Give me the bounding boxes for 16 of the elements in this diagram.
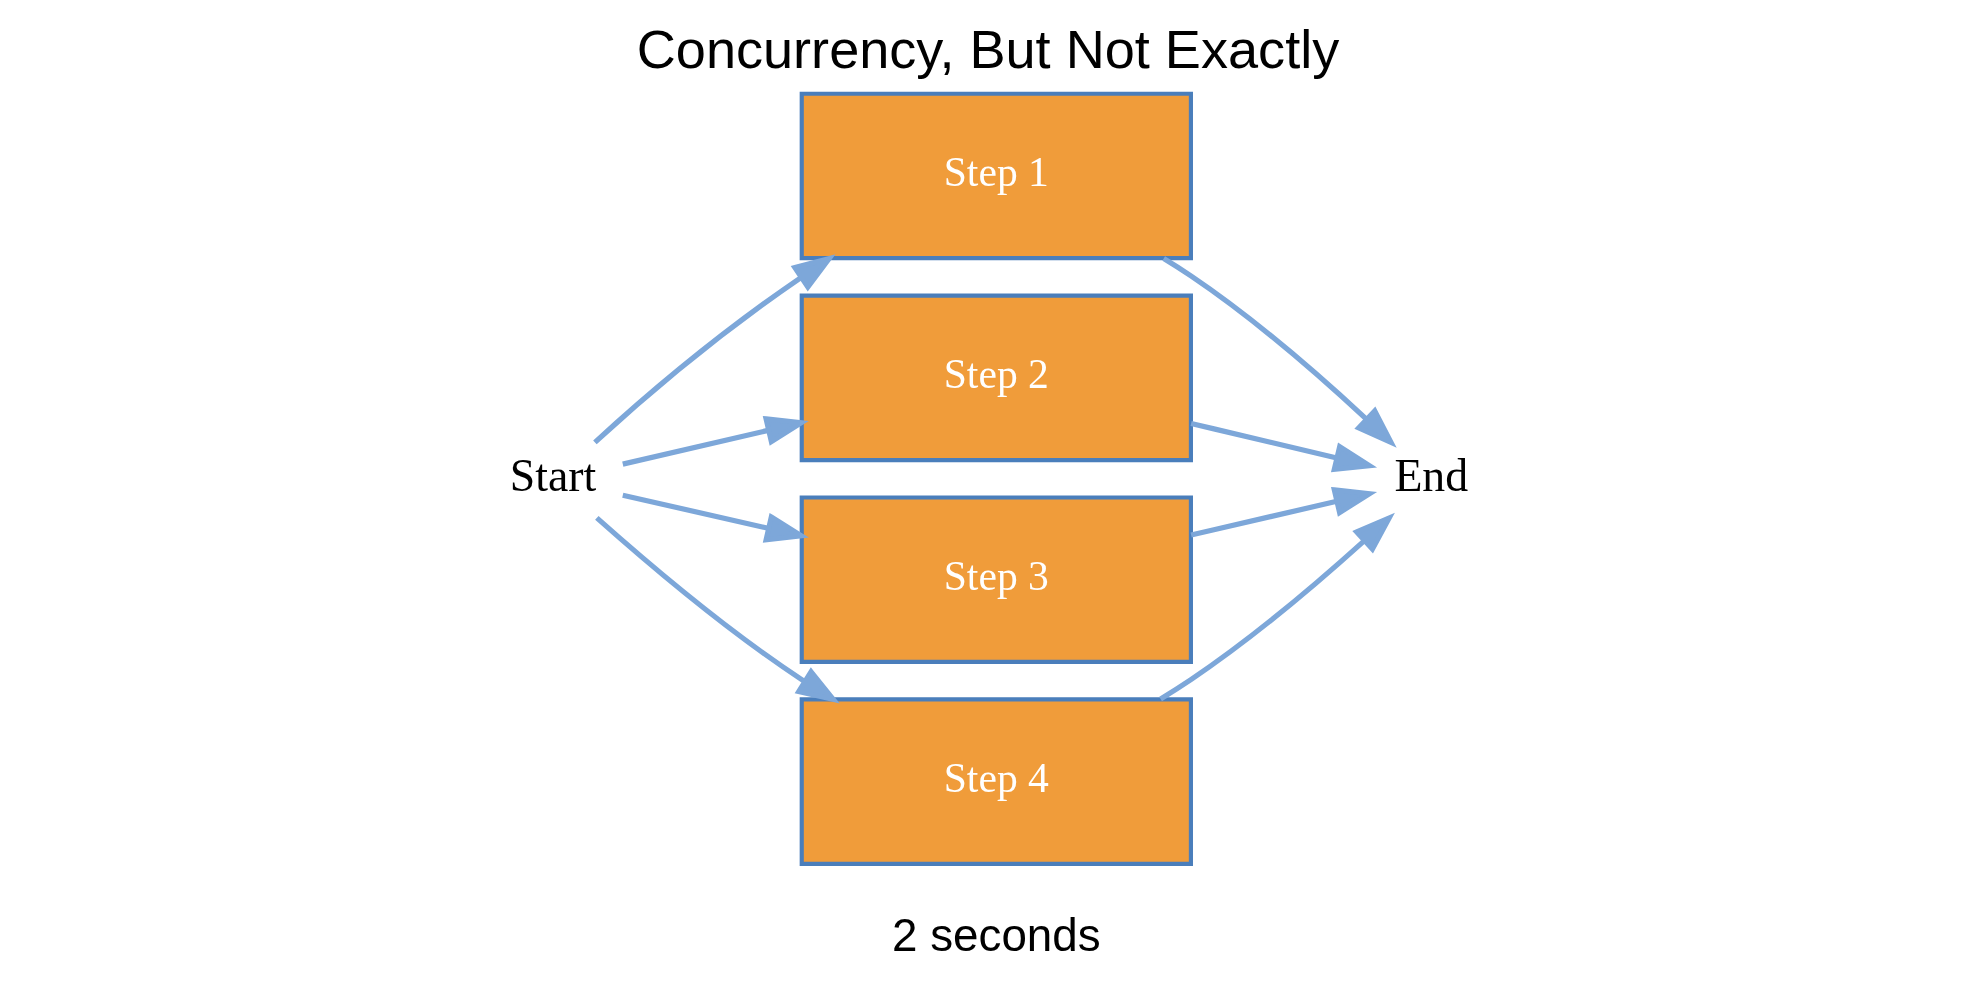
diagram-title: Concurrency, But Not Exactly — [636, 19, 1340, 80]
arrow — [1159, 512, 1395, 702]
node-box: Step 4 — [799, 697, 1193, 866]
arrow — [1190, 420, 1378, 473]
node-text: End — [1394, 450, 1469, 502]
arrow — [622, 415, 809, 467]
arrow — [593, 254, 836, 445]
arrow — [595, 515, 840, 704]
arrow — [1190, 486, 1378, 538]
node-box: Step 3 — [799, 495, 1193, 664]
arrow — [1162, 256, 1397, 448]
node-box: Step 1 — [799, 91, 1193, 261]
label: 2 seconds — [892, 910, 1101, 962]
arrow — [622, 492, 809, 543]
node-text: Start — [509, 450, 597, 502]
node-box: Step 2 — [799, 293, 1193, 463]
